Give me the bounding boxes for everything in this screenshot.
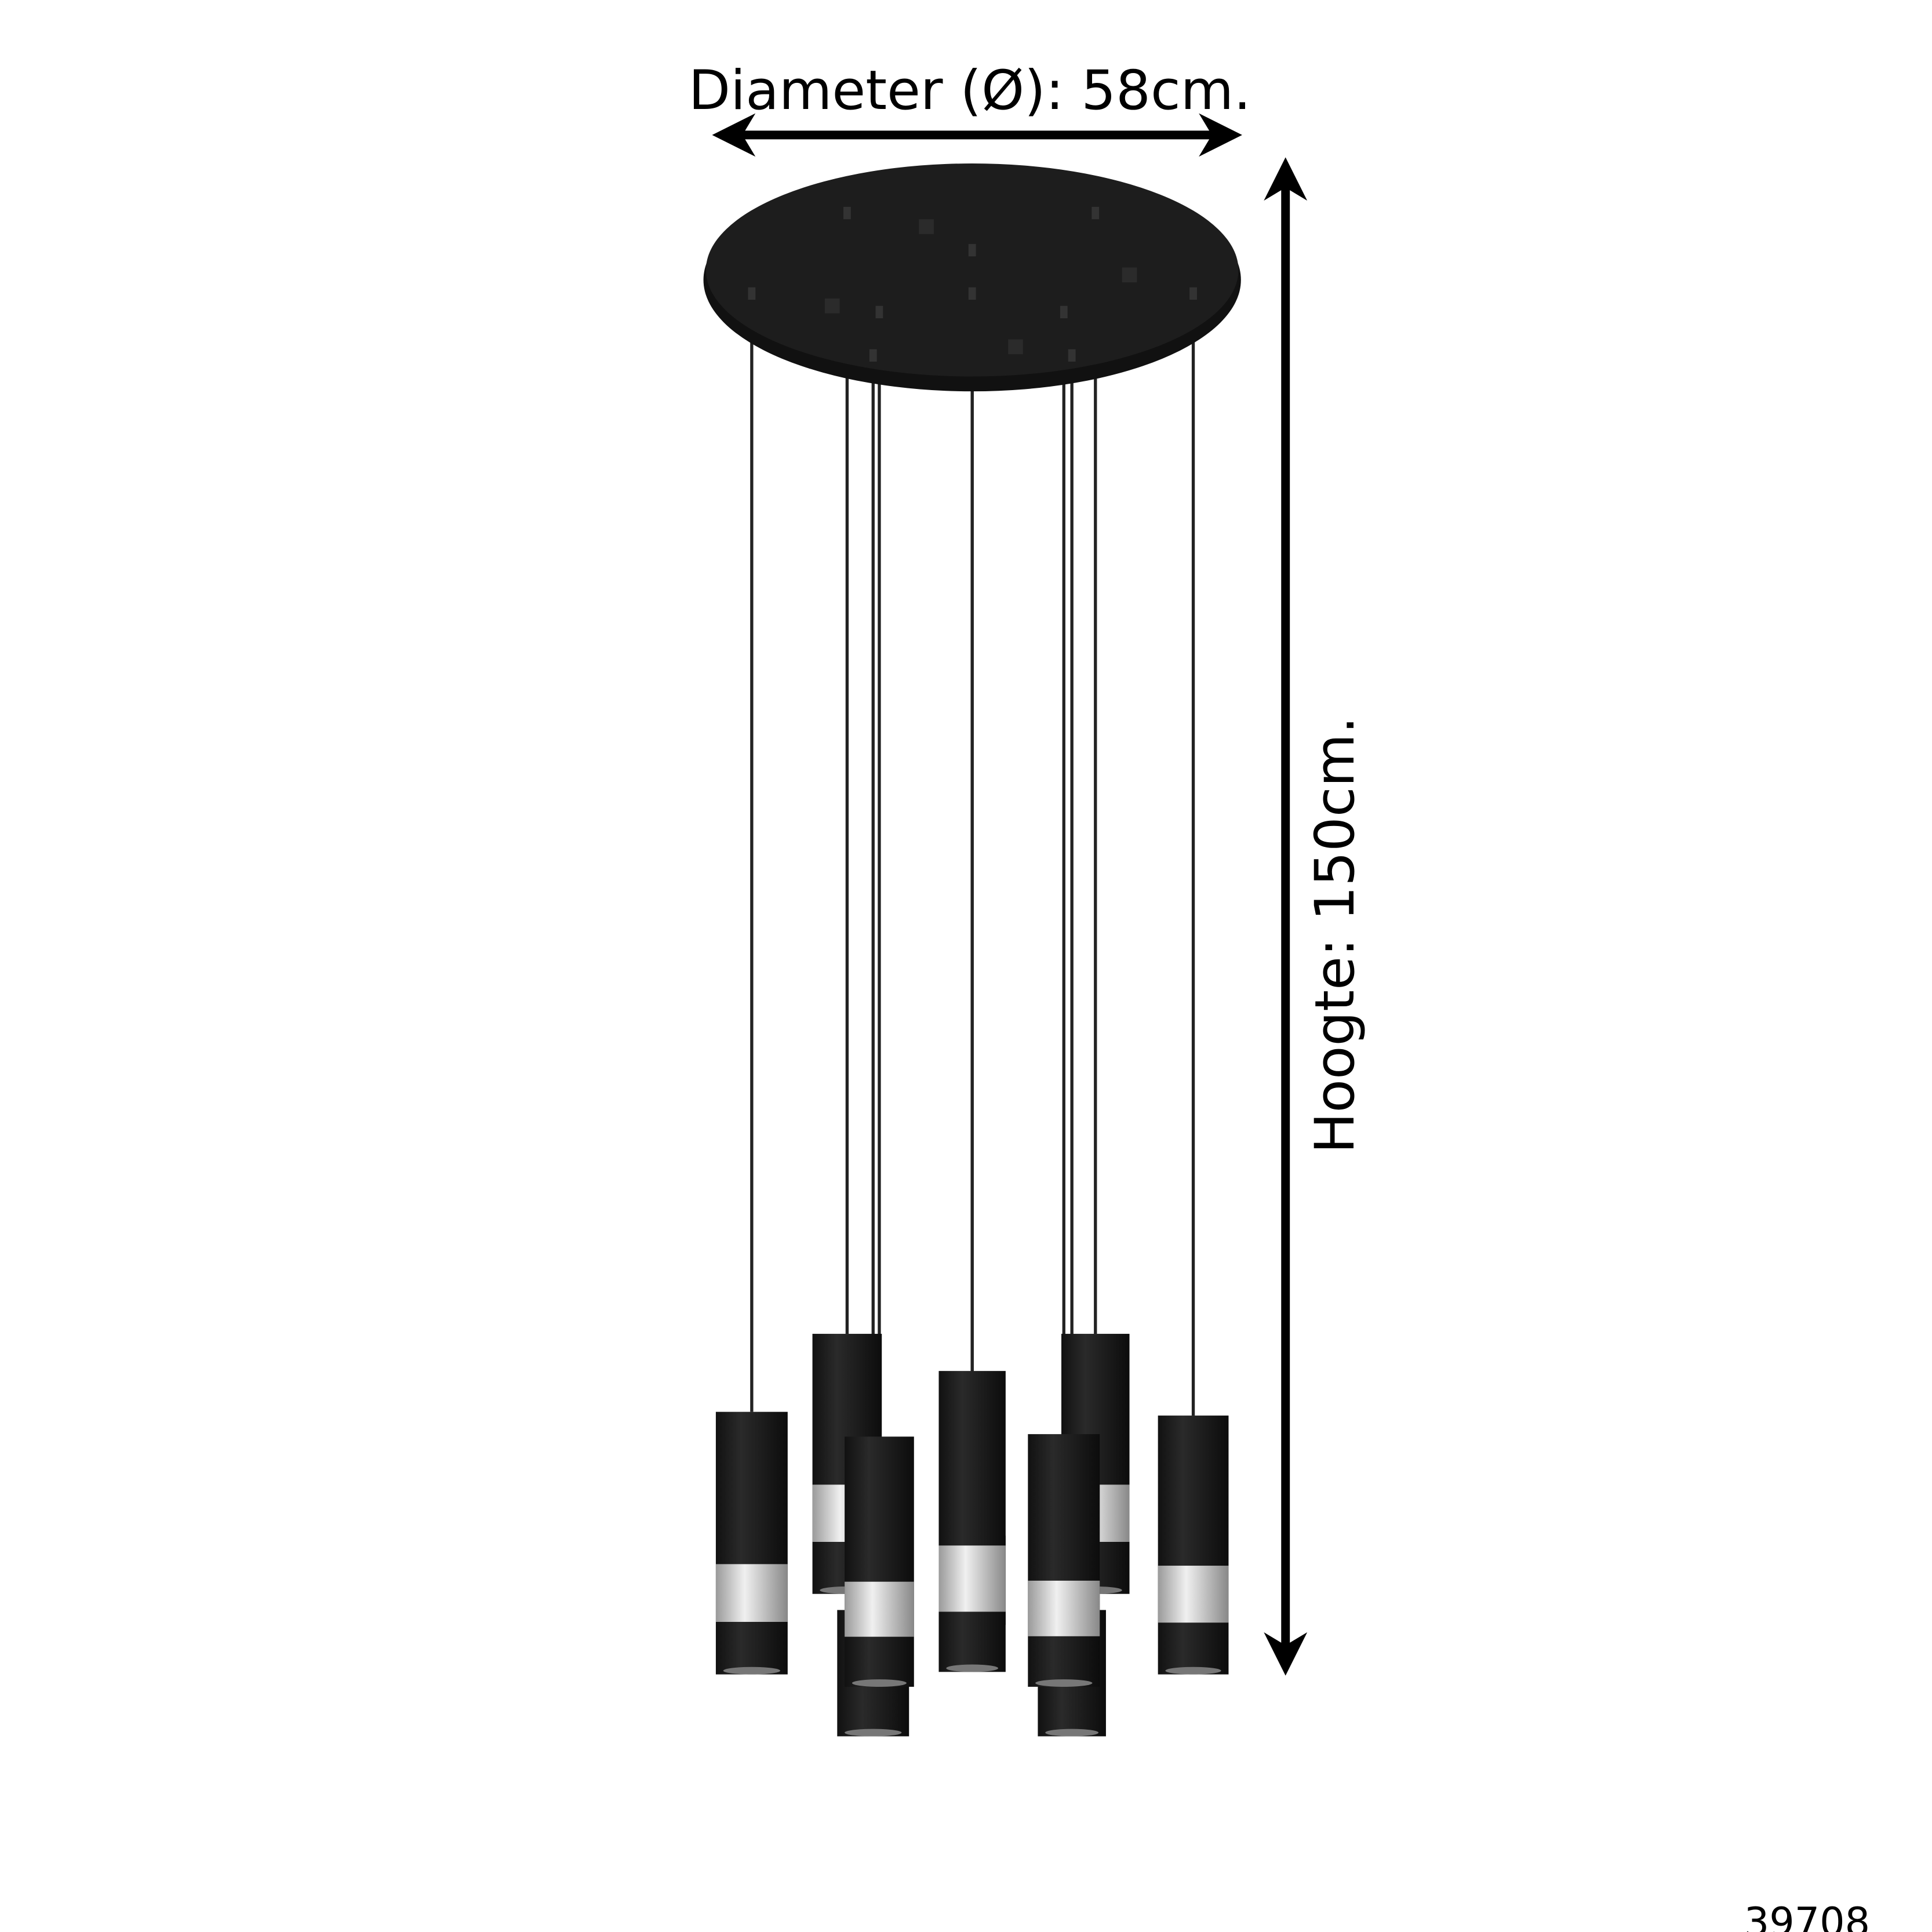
glass-band xyxy=(715,1564,788,1622)
light-opening xyxy=(845,1729,902,1737)
pendant-shades xyxy=(715,1334,1229,1737)
cable-fitting xyxy=(748,287,756,300)
light-opening xyxy=(1165,1667,1221,1675)
cable-fitting xyxy=(843,206,851,220)
shade-body xyxy=(1158,1416,1229,1675)
light-opening xyxy=(946,1664,999,1672)
cable-fitting xyxy=(1060,305,1068,319)
pendant-shade xyxy=(1158,1416,1229,1675)
cable-fitting xyxy=(1091,206,1100,220)
light-opening xyxy=(1045,1729,1099,1737)
pendant-shade xyxy=(938,1371,1006,1672)
pendant-shade xyxy=(845,1436,914,1687)
cable-fitting xyxy=(869,349,877,362)
cables xyxy=(750,216,1195,1610)
canopy-screw xyxy=(1008,339,1023,355)
glass-band xyxy=(938,1545,1006,1612)
glass-band xyxy=(845,1581,914,1637)
cable-fitting xyxy=(968,243,976,257)
light-opening xyxy=(1035,1679,1093,1687)
cable-fitting xyxy=(1068,349,1076,362)
shade-body xyxy=(715,1411,788,1675)
canopy-fittings xyxy=(748,206,1197,362)
canopy-screw xyxy=(824,298,840,314)
shade-body xyxy=(1028,1434,1100,1687)
cable-fitting xyxy=(875,305,883,319)
diameter-label: Diameter (Ø): 58cm. xyxy=(689,59,1251,122)
product-code: 39708 xyxy=(1744,1900,1870,1932)
cable-fitting xyxy=(968,287,976,300)
pendant-shade xyxy=(1028,1434,1100,1687)
canopy-screw xyxy=(1122,267,1137,283)
light-opening xyxy=(852,1679,907,1687)
pendant-shade xyxy=(715,1411,788,1675)
light-opening xyxy=(723,1667,781,1675)
canopy-screw xyxy=(919,219,934,234)
shade-body xyxy=(845,1436,914,1687)
cable-fitting xyxy=(1189,287,1197,300)
glass-band xyxy=(1158,1566,1229,1623)
height-label: Hoogte: 150cm. xyxy=(1304,716,1367,1154)
ceiling-canopy xyxy=(703,163,1241,392)
glass-band xyxy=(1028,1580,1100,1636)
shade-body xyxy=(938,1371,1006,1672)
